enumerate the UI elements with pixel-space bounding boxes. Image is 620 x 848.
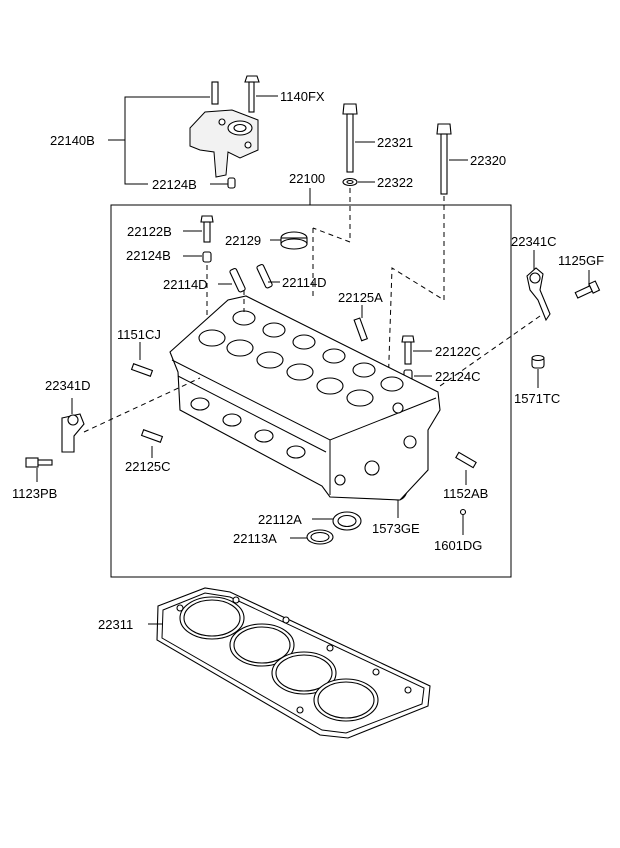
label-22113A: 22113A (233, 531, 277, 546)
sensor-right (439, 250, 601, 388)
label-22100: 22100 (289, 171, 325, 186)
label-22341C: 22341C (511, 234, 557, 249)
label-1152AB: 1152AB (443, 486, 488, 501)
label-1125GF: 1125GF (558, 253, 604, 268)
label-22112A: 22112A (258, 512, 302, 527)
bracket-group (108, 75, 278, 189)
label-22129: 22129 (225, 233, 261, 248)
head-bolts (312, 103, 468, 391)
label-1573GE: 1573GE (372, 521, 420, 536)
head-gasket (148, 587, 431, 739)
label-22320: 22320 (470, 153, 506, 168)
label-22322: 22322 (377, 175, 413, 190)
label-22125A: 22125A (338, 290, 383, 305)
label-22341D: 22341D (45, 378, 91, 393)
label-1123PB: 1123PB (12, 486, 57, 501)
label-22114D-left: 22114D (163, 277, 208, 292)
cylinder-head (169, 228, 441, 501)
label-22114D-right: 22114D (282, 275, 327, 290)
label-22124B-top: 22124B (152, 177, 197, 192)
sensor-left (25, 377, 201, 482)
label-22140B: 22140B (50, 133, 95, 148)
label-22124C: 22124C (435, 369, 481, 384)
label-1151CJ: 1151CJ (117, 327, 161, 342)
label-22122C: 22122C (435, 344, 481, 359)
label-22125C: 22125C (125, 459, 171, 474)
label-22321: 22321 (377, 135, 413, 150)
label-22124B: 22124B (126, 248, 171, 263)
label-1601DG: 1601DG (434, 538, 482, 553)
label-1571TC: 1571TC (514, 391, 560, 406)
label-22311: 22311 (98, 617, 133, 632)
label-22122B: 22122B (127, 224, 172, 239)
assembly-frame (110, 204, 512, 578)
label-1140FX: 1140FX (280, 89, 325, 104)
